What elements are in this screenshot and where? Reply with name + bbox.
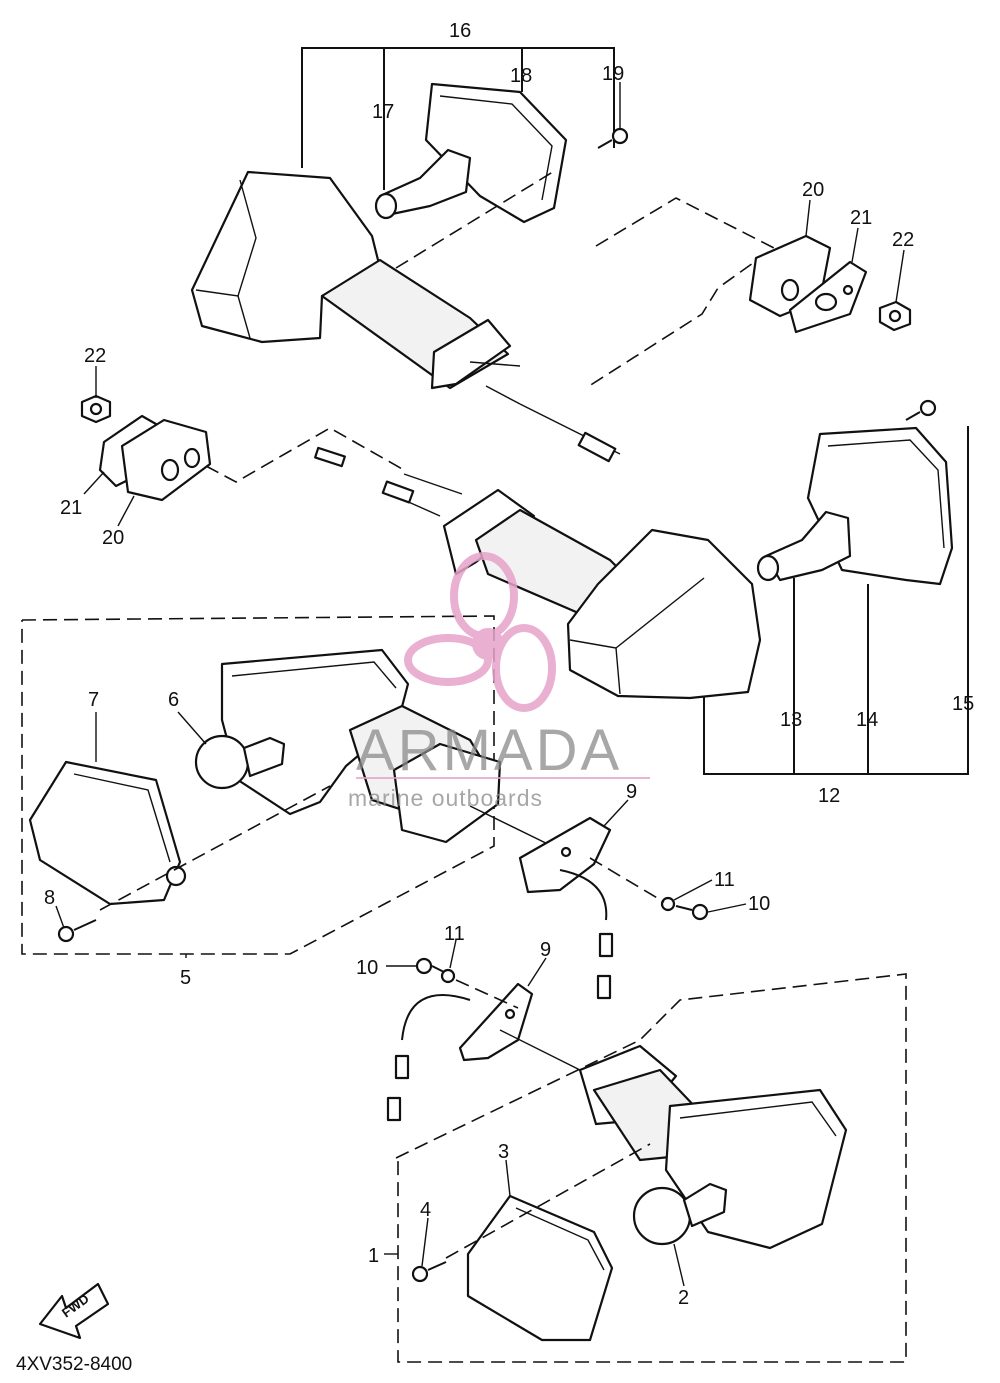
right-mount-guide-line: [585, 197, 776, 389]
callout-12: 12: [818, 785, 840, 807]
watermark-brand: ARMADA: [356, 718, 622, 783]
top-bulb-17: [374, 148, 472, 220]
callout-11-upper: 11: [714, 869, 735, 891]
middle-turn-signal-housing: [314, 446, 762, 700]
callout-15: 15: [952, 693, 974, 715]
callout-4: 4: [420, 1199, 431, 1221]
stay-9-guide-lower: [455, 979, 519, 1009]
screw-8: [57, 919, 97, 943]
nut-22-right: [878, 300, 912, 332]
callout-7: 7: [88, 689, 99, 711]
rubber-mount-20-left: [120, 418, 212, 502]
callout-2: 2: [678, 1287, 689, 1309]
callout-22-right: 22: [892, 229, 914, 251]
callout-16: 16: [449, 20, 471, 42]
stay-9-lower: [386, 982, 581, 1122]
callout-20-right: 20: [802, 179, 824, 201]
callout-1: 1: [368, 1245, 379, 1267]
middle-left-housing: [220, 648, 561, 851]
watermark-propeller-hub: [472, 628, 504, 660]
top-turn-signal-housing: [190, 170, 621, 463]
callout-21-left: 21: [60, 497, 82, 519]
callout-9-lower: 9: [540, 939, 551, 961]
bracket-16: [301, 47, 615, 190]
watermark-propeller-blade-right: [492, 624, 556, 712]
stay-9-guide-upper: [589, 857, 665, 903]
watermark-propeller-blade-top: [450, 552, 518, 640]
callout-18: 18: [510, 65, 532, 87]
watermark-tagline: marine outboards: [348, 785, 543, 811]
callout-14: 14: [856, 709, 878, 731]
screw-10-upper: [675, 903, 709, 921]
screw-4: [411, 1261, 447, 1283]
callout-13: 13: [780, 709, 802, 731]
assembly-1-outline: [395, 973, 907, 1363]
washer-11-lower: [440, 968, 456, 984]
callout-8: 8: [44, 887, 55, 909]
left-mount-guide-line: [205, 427, 405, 483]
bulb-6: [194, 734, 286, 790]
lens-7-guide-line: [99, 785, 331, 911]
nut-22-left: [80, 394, 112, 424]
callout-11-lower: 11: [444, 923, 465, 945]
callout-17: 17: [372, 101, 394, 123]
callout-10-upper: 10: [748, 893, 770, 915]
callout-9-upper: 9: [626, 781, 637, 803]
fwd-arrow-icon: [38, 1282, 110, 1340]
callout-19: 19: [602, 63, 624, 85]
top-lens-18: [424, 82, 568, 224]
lens-7: [28, 760, 187, 906]
callout-10-lower: 10: [356, 957, 378, 979]
stay-9-upper: [518, 816, 614, 1000]
screw-10-lower: [415, 957, 445, 975]
callout-labels: 16 18 19 17 20 21 22 22 21 20 7 6 13 14 …: [44, 20, 974, 1309]
callout-22-left: 22: [84, 345, 106, 367]
callout-3: 3: [498, 1141, 509, 1163]
drawing-code: 4XV352-8400: [16, 1354, 132, 1375]
bracket-12: [703, 426, 969, 775]
top-screw-19: [597, 127, 629, 149]
screw-15: [905, 399, 937, 421]
washer-11-upper: [660, 896, 676, 912]
callout-6: 6: [168, 689, 179, 711]
bulb-13-right: [756, 510, 852, 582]
lens-3: [466, 1194, 614, 1342]
bulb-2: [632, 1182, 728, 1246]
watermark-logo: [404, 552, 556, 712]
callout-20-left: 20: [102, 527, 124, 549]
lens-3-guide-line: [445, 1143, 651, 1259]
plate-21-right: [788, 260, 868, 334]
callout-5: 5: [180, 967, 191, 989]
leader-lines: [55, 82, 905, 1287]
top-assembly-guide-line: [395, 169, 557, 269]
callout-21-right: 21: [850, 207, 872, 229]
